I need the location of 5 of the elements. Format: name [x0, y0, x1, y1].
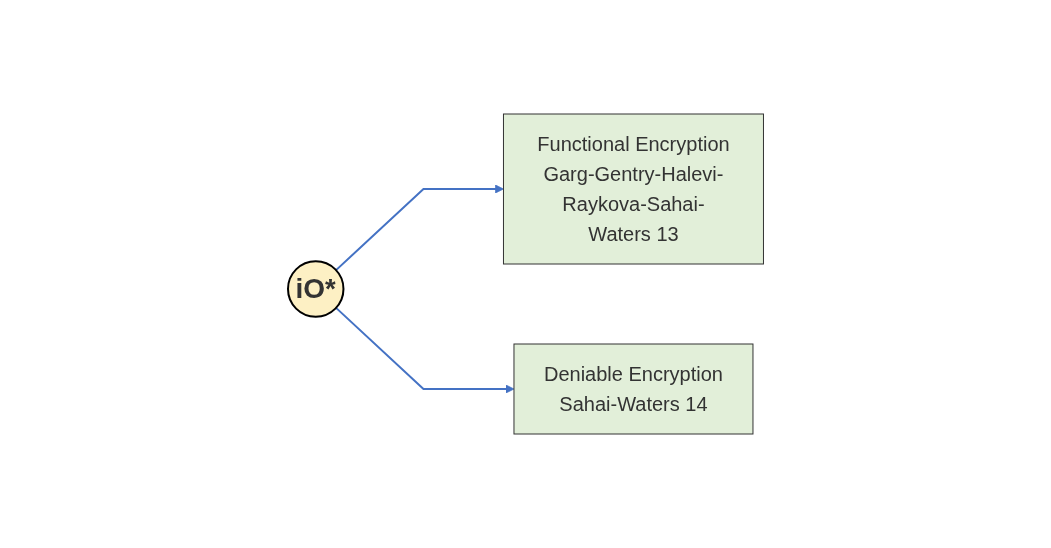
arrow — [334, 306, 515, 394]
node-box: Functional Encryption Garg-Gentry-Halevi-Raykova-Sahai-Waters 13 — [502, 113, 764, 265]
arrow — [334, 184, 504, 272]
node-box: Deniable Encryption Sahai-Waters 14 — [513, 343, 754, 435]
node-circle: iO* — [286, 260, 345, 318]
